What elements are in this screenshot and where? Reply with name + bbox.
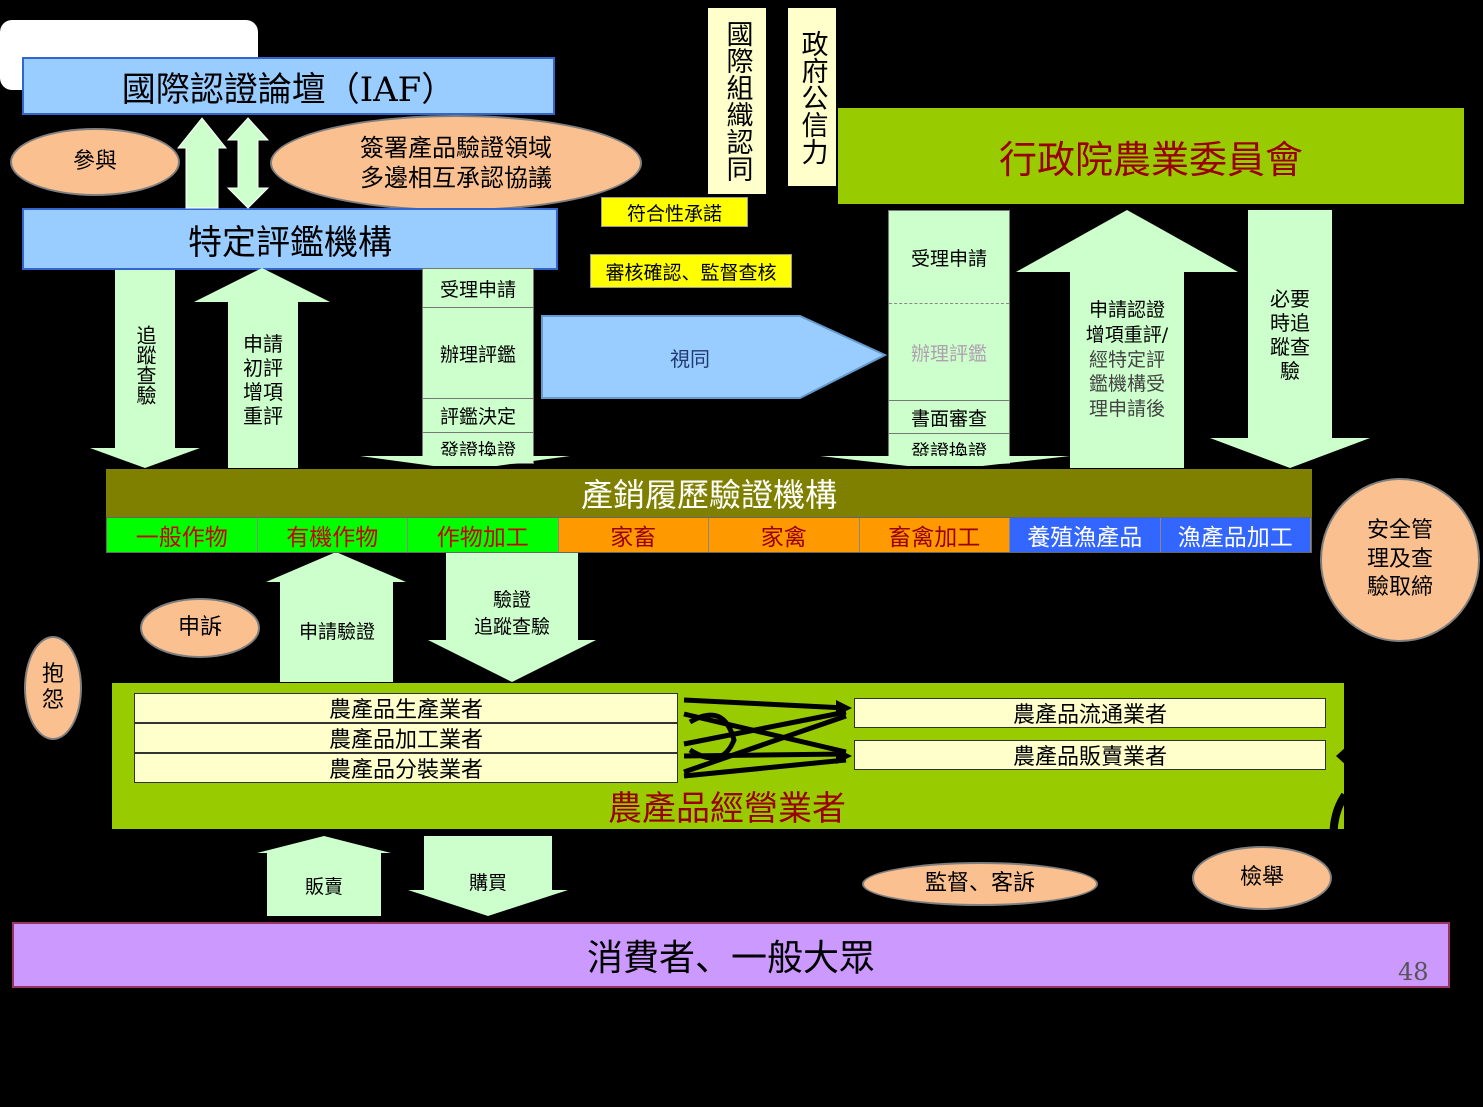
regarded-same-label: 視同 <box>670 346 710 371</box>
coa-step-assess: 辦理評鑑 <box>889 304 1009 401</box>
coa-step-review: 書面審查 <box>889 401 1009 434</box>
gov-credibility-label: 政府公信力 <box>788 8 836 186</box>
sell-arrow <box>257 836 391 916</box>
sell-label: 販賣 <box>304 875 343 898</box>
operators-area: 農產品生產業者 農產品加工業者 農產品分裝業者 農產品流通業者 農產品販賣業者 … <box>112 683 1344 829</box>
appeal-ellipse: 申訴 <box>140 598 260 658</box>
supervise-complain-ellipse: 監督、客訴 <box>862 862 1098 906</box>
iaf-box: 國際認證論壇（IAF） <box>22 57 555 115</box>
track-inspect-arrow <box>90 270 200 468</box>
mra-line2: 多邊相互承認協議 <box>360 164 552 192</box>
complaint-ellipse: 抱怨 <box>24 636 82 740</box>
consumer-bar: 消費者、一般大眾 <box>12 922 1450 988</box>
cab-step-assess: 辦理評鑑 <box>423 308 533 399</box>
page-number: 48 <box>1398 958 1429 986</box>
cert-body-title: 產銷履歷驗證機構 <box>580 476 837 514</box>
cab-steps-base <box>360 456 570 466</box>
apply-initial-label: 申請初評增項重評 <box>243 332 283 428</box>
cert-body-bar: 產銷履歷驗證機構 <box>106 469 1312 517</box>
apply-accreditation-label: 申請認證增項重評/ 經特定評鑑機構受理申請後 <box>1085 299 1169 421</box>
apply-cert-arrow <box>266 552 406 682</box>
cab-step-decide: 評鑑決定 <box>423 399 533 433</box>
distributor-box: 農產品流通業者 <box>854 698 1326 728</box>
category-cell: 家畜 <box>558 518 709 552</box>
participate-ellipse: 參與 <box>10 128 180 196</box>
safety-mgmt-ellipse: 安全管理及查驗取締 <box>1320 478 1480 642</box>
apply-cert-label: 申請驗證 <box>298 620 375 643</box>
consumer-title: 消費者、一般大眾 <box>586 938 875 979</box>
packer-box: 農產品分裝業者 <box>134 753 678 783</box>
track-when-needed-arrow <box>1210 210 1370 468</box>
cab-steps: 受理申請 辦理評鑑 評鑑決定 發證換證 <box>422 268 534 464</box>
buy-arrow <box>408 836 568 916</box>
seller-box: 農產品販賣業者 <box>854 740 1326 770</box>
iaf-title: 國際認證論壇（IAF） <box>121 69 456 110</box>
conformity-label: 符合性承諾 <box>601 197 748 227</box>
coa-box: 行政院農業委員會 <box>838 108 1464 204</box>
coa-title: 行政院農業委員會 <box>998 137 1303 182</box>
cert-track-label: 驗證 追蹤查驗 <box>473 589 550 638</box>
category-cell: 養殖漁產品 <box>1010 518 1161 552</box>
category-cell: 畜禽加工 <box>859 518 1010 552</box>
iaf-up-arrow <box>176 117 228 209</box>
cab-step-accept: 受理申請 <box>423 269 533 308</box>
operators-title: 農產品經營業者 <box>608 788 846 829</box>
participate-label: 參與 <box>72 149 117 175</box>
category-row: 一般作物有機作物作物加工家畜家禽畜禽加工養殖漁產品漁產品加工 <box>106 517 1312 553</box>
cab-box: 特定評鑑機構 <box>22 208 558 270</box>
report-ellipse: 檢舉 <box>1192 846 1332 910</box>
review-supervise-label: 審核確認、監督查核 <box>590 254 792 288</box>
intl-recognition-label: 國際組織認同 <box>708 8 766 194</box>
apply-initial-arrow <box>194 268 330 468</box>
regarded-same-arrow <box>541 315 888 399</box>
category-cell: 有機作物 <box>257 518 408 552</box>
coa-steps: 受理申請 辦理評鑑 書面審查 發證換證 <box>888 210 1010 464</box>
producer-box: 農產品生產業者 <box>134 693 678 723</box>
category-cell: 漁產品加工 <box>1160 518 1311 552</box>
processor-box: 農產品加工業者 <box>134 723 678 753</box>
iaf-double-arrow <box>226 117 270 209</box>
mra-line1: 簽署產品驗證領域 <box>360 134 552 162</box>
buy-label: 購買 <box>468 871 507 894</box>
cert-track-arrow <box>428 552 596 682</box>
category-cell: 家禽 <box>709 518 860 552</box>
track-when-needed-label: 必要時追蹤查驗 <box>1270 287 1310 383</box>
coa-step-accept: 受理申請 <box>889 211 1009 304</box>
category-cell: 一般作物 <box>107 518 258 552</box>
coa-steps-base <box>820 456 1070 466</box>
track-inspect-label: 追蹤查驗 <box>133 325 157 405</box>
cab-title: 特定評鑑機構 <box>188 222 392 263</box>
apply-accreditation-arrow <box>1016 210 1238 468</box>
category-cell: 作物加工 <box>408 518 559 552</box>
